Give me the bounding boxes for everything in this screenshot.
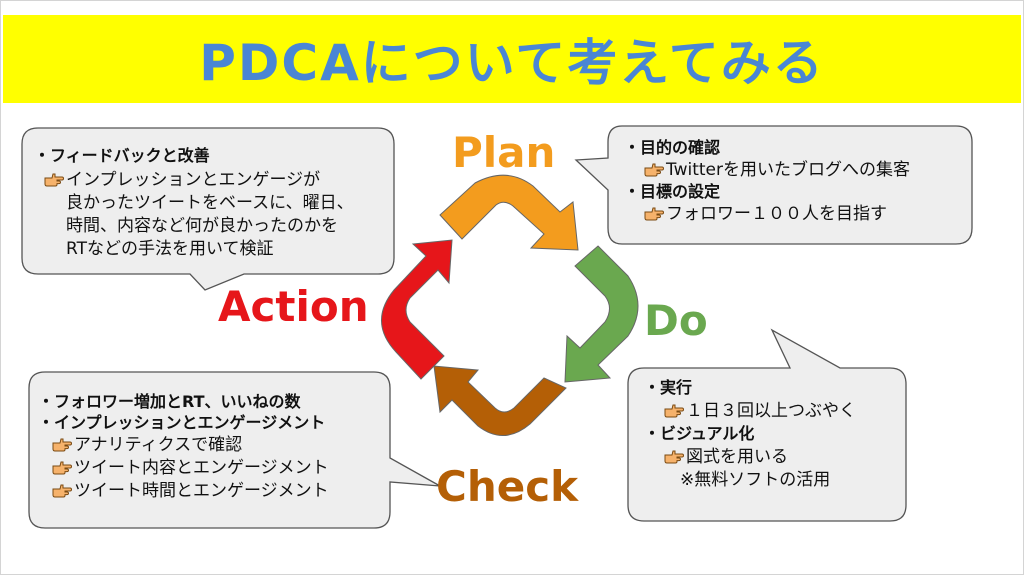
check-item-content-text: ツイート内容とエンゲージメント xyxy=(74,458,329,478)
do-heading-execute: ・実行 xyxy=(644,378,693,397)
check-heading-impression: ・インプレッションとエンゲージメント xyxy=(38,413,326,432)
check-arrow xyxy=(433,365,567,436)
pointing-hand-icon xyxy=(52,461,72,475)
callout-plan-bubble xyxy=(574,125,973,245)
do-arrow xyxy=(564,245,639,383)
callout-check-bubble xyxy=(28,371,441,529)
callout-do: ・実行 １日３回以上つぶやく ・ビジュアル化 図式を用いる ※無料ソフトの活用 xyxy=(644,380,856,489)
do-item-visual-text: 図式を用いる xyxy=(686,447,788,467)
phase-label-plan: Plan xyxy=(452,128,556,177)
action-item-continued-3: RTなどの手法を用いて検証 xyxy=(66,239,274,259)
callout-do-bubble xyxy=(627,328,907,522)
pointing-hand-icon xyxy=(644,163,664,177)
callout-check: ・フォロワー増加とRT、いいねの数 ・インプレッションとエンゲージメント アナリ… xyxy=(38,394,329,500)
phase-label-do: Do xyxy=(644,296,708,345)
action-item-text: インプレッションとエンゲージが xyxy=(66,170,321,190)
do-heading-visual: ・ビジュアル化 xyxy=(644,424,755,443)
action-item: インプレッションとエンゲージが xyxy=(34,171,354,189)
phase-label-check: Check xyxy=(436,462,579,511)
callout-action: ・フィードバックと改善 インプレッションとエンゲージが 良かったツイートをベース… xyxy=(34,148,354,258)
action-arrow xyxy=(381,239,453,380)
action-item-continued-2: 時間、内容など何が良かったのかを xyxy=(66,216,338,236)
slide-title: PDCAについて考えてみる xyxy=(199,34,825,92)
do-item-execute-text: １日３回以上つぶやく xyxy=(686,401,856,421)
check-item-content: ツイート内容とエンゲージメント xyxy=(38,459,329,477)
action-heading-feedback: ・フィードバックと改善 xyxy=(34,146,210,165)
do-note: ※無料ソフトの活用 xyxy=(680,470,831,490)
pointing-hand-icon xyxy=(52,438,72,452)
pointing-hand-icon xyxy=(664,404,684,418)
check-item-time: ツイート時間とエンゲージメント xyxy=(38,482,329,500)
check-item-time-text: ツイート時間とエンゲージメント xyxy=(74,481,329,501)
pointing-hand-icon xyxy=(644,207,664,221)
pointing-hand-icon xyxy=(664,450,684,464)
plan-item-purpose: Twitterを用いたブログへの集客 xyxy=(624,161,910,179)
callout-action-bubble xyxy=(21,127,395,291)
do-item-visual: 図式を用いる xyxy=(644,448,856,466)
plan-arrow xyxy=(439,174,579,251)
pointing-hand-icon xyxy=(52,484,72,498)
plan-heading-goal: ・目標の設定 xyxy=(624,182,721,201)
check-heading-followers: ・フォロワー増加とRT、いいねの数 xyxy=(38,392,301,411)
title-banner: PDCAについて考えてみる xyxy=(3,15,1021,103)
pointing-hand-icon xyxy=(44,173,64,187)
action-item-continued-1: 良かったツイートをベースに、曜日、 xyxy=(66,193,354,213)
do-item-execute: １日３回以上つぶやく xyxy=(644,402,856,420)
plan-item-goal-text: フォロワー１００人を目指す xyxy=(666,204,887,224)
plan-heading-purpose: ・目的の確認 xyxy=(624,138,721,157)
plan-item-goal: フォロワー１００人を目指す xyxy=(624,205,910,223)
callout-plan: ・目的の確認 Twitterを用いたブログへの集客 ・目標の設定 フォロワー１０… xyxy=(624,140,910,223)
check-item-analytics: アナリティクスで確認 xyxy=(38,436,329,454)
plan-item-purpose-text: Twitterを用いたブログへの集客 xyxy=(666,160,910,180)
phase-label-action: Action xyxy=(218,282,369,331)
check-item-analytics-text: アナリティクスで確認 xyxy=(74,435,243,455)
